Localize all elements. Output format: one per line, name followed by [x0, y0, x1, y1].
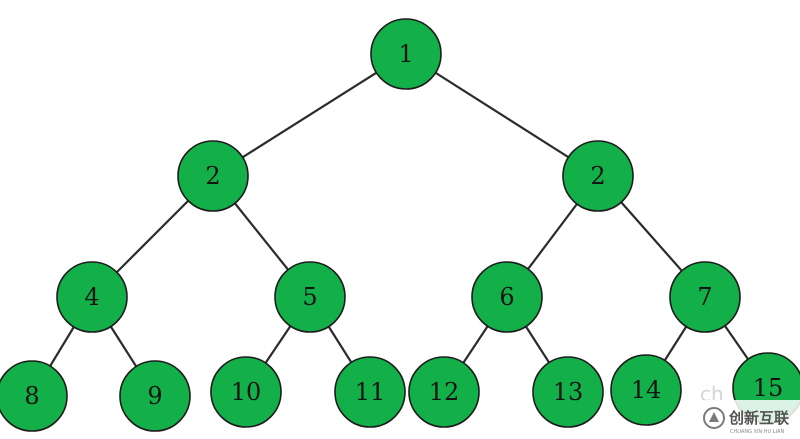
node-label-n6: 6	[499, 283, 514, 311]
watermark-brand-name: 创新互联	[728, 409, 790, 427]
tree-node-n5: 5	[274, 261, 346, 333]
node-circle-n10	[210, 356, 282, 428]
edge-n1-n2b	[405, 53, 599, 177]
node-circle-n2b	[562, 140, 634, 212]
node-label-n13: 13	[553, 378, 584, 406]
node-circle-n12	[408, 356, 480, 428]
tree-edges	[31, 53, 769, 397]
node-circle-n4	[56, 261, 128, 333]
watermark-logo-icon	[703, 407, 725, 429]
tree-node-n6: 6	[471, 261, 543, 333]
tree-node-n8: 8	[0, 360, 68, 432]
node-label-n4: 4	[84, 283, 99, 311]
node-circle-n5	[274, 261, 346, 333]
node-circle-n1	[370, 18, 442, 90]
node-circle-n11	[334, 356, 406, 428]
node-label-n7: 7	[697, 283, 712, 311]
tree-node-n1: 1	[370, 18, 442, 90]
tree-node-n2b: 2	[562, 140, 634, 212]
node-label-n8: 8	[24, 382, 39, 410]
node-label-n2b: 2	[590, 162, 605, 190]
node-circle-n9	[119, 360, 191, 432]
node-circle-n6	[471, 261, 543, 333]
node-label-n10: 10	[231, 378, 262, 406]
tree-node-n13: 13	[532, 356, 604, 428]
node-label-n15: 15	[753, 374, 784, 402]
tree-node-n14: 14	[610, 354, 682, 426]
node-label-n2a: 2	[205, 162, 220, 190]
node-circle-n13	[532, 356, 604, 428]
tree-node-n11: 11	[334, 356, 406, 428]
tree-node-n12: 12	[408, 356, 480, 428]
node-circle-n7	[669, 261, 741, 333]
node-circle-n2a	[177, 140, 249, 212]
tree-node-n4: 4	[56, 261, 128, 333]
node-label-n1: 1	[398, 40, 413, 68]
watermark-brand-sub: CHUANG XIN HU LIAN	[730, 429, 784, 435]
tree-node-n2a: 2	[177, 140, 249, 212]
node-label-n11: 11	[355, 378, 386, 406]
node-label-n12: 12	[429, 378, 460, 406]
node-label-n9: 9	[147, 382, 162, 410]
node-circle-n14	[610, 354, 682, 426]
node-label-n5: 5	[302, 283, 317, 311]
node-circle-n8	[0, 360, 68, 432]
watermark: ch 创新互联 CHUANG XIN HU LIAN	[697, 382, 800, 439]
edge-n1-n2a	[212, 53, 407, 177]
node-label-n14: 14	[631, 376, 662, 404]
tree-node-n9: 9	[119, 360, 191, 432]
tree-node-n10: 10	[210, 356, 282, 428]
tree-node-n7: 7	[669, 261, 741, 333]
